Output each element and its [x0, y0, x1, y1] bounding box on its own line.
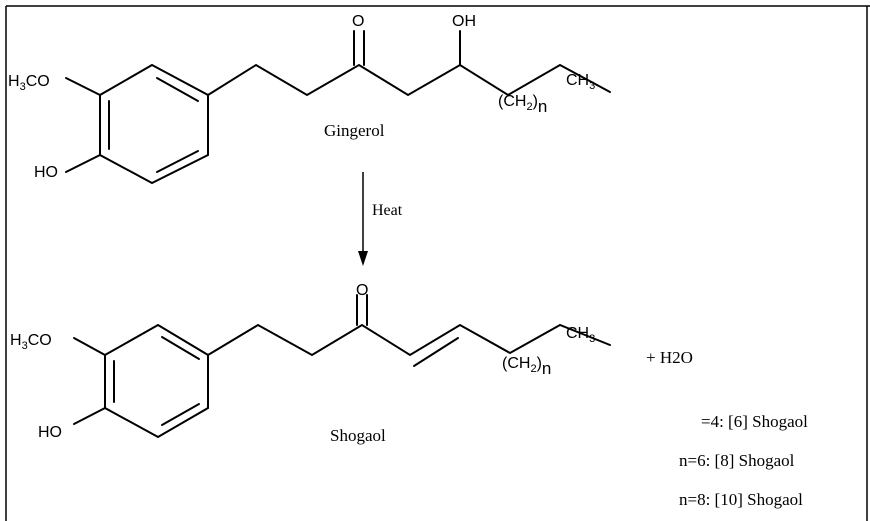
shogaol-labels: H3CO HO O (CH2)n CH3	[10, 282, 595, 441]
variant-item: =4: [6] Shogaol	[701, 412, 808, 431]
gingerol-name: Gingerol	[324, 121, 385, 140]
shogaol-name: Shogaol	[330, 426, 386, 445]
shogaol-methoxy-label: H3CO	[10, 332, 52, 352]
shogaol-carbonyl-o-label: O	[356, 282, 368, 299]
reaction-arrow	[358, 172, 368, 266]
gingerol-ring-hydroxy-label: HO	[34, 164, 58, 181]
shogaol-structure	[73, 294, 611, 439]
shogaol-chain-label: (CH2)n	[502, 355, 551, 378]
gingerol-chain-label: (CH2)n	[498, 93, 547, 116]
gingerol-structure	[65, 30, 611, 185]
gingerol-chain	[207, 63, 611, 97]
shogaol-byproduct-label: + H2O	[646, 348, 693, 367]
shogaol-ring	[104, 324, 209, 439]
shogaol-terminal-methyl-label: CH3	[566, 325, 595, 345]
shogaol-chain	[207, 323, 611, 357]
shogaol-ring-hydroxy-label: HO	[38, 424, 62, 441]
gingerol-hydroxyl-label: OH	[452, 13, 476, 30]
gingerol-ring	[99, 64, 209, 185]
variant-item: n=8: [10] Shogaol	[679, 490, 803, 509]
gingerol-labels: H3CO HO O OH (CH2)n CH3	[8, 13, 595, 181]
shogaol-variant-list: =4: [6] Shogaol n=6: [8] Shogaol n=8: [1…	[679, 412, 808, 509]
reaction-condition-label: Heat	[372, 202, 403, 219]
gingerol-carbonyl-o-label: O	[352, 13, 364, 30]
gingerol-methoxy-label: H3CO	[8, 73, 50, 93]
variant-item: n=6: [8] Shogaol	[679, 451, 795, 470]
gingerol-terminal-methyl-label: CH3	[566, 72, 595, 92]
